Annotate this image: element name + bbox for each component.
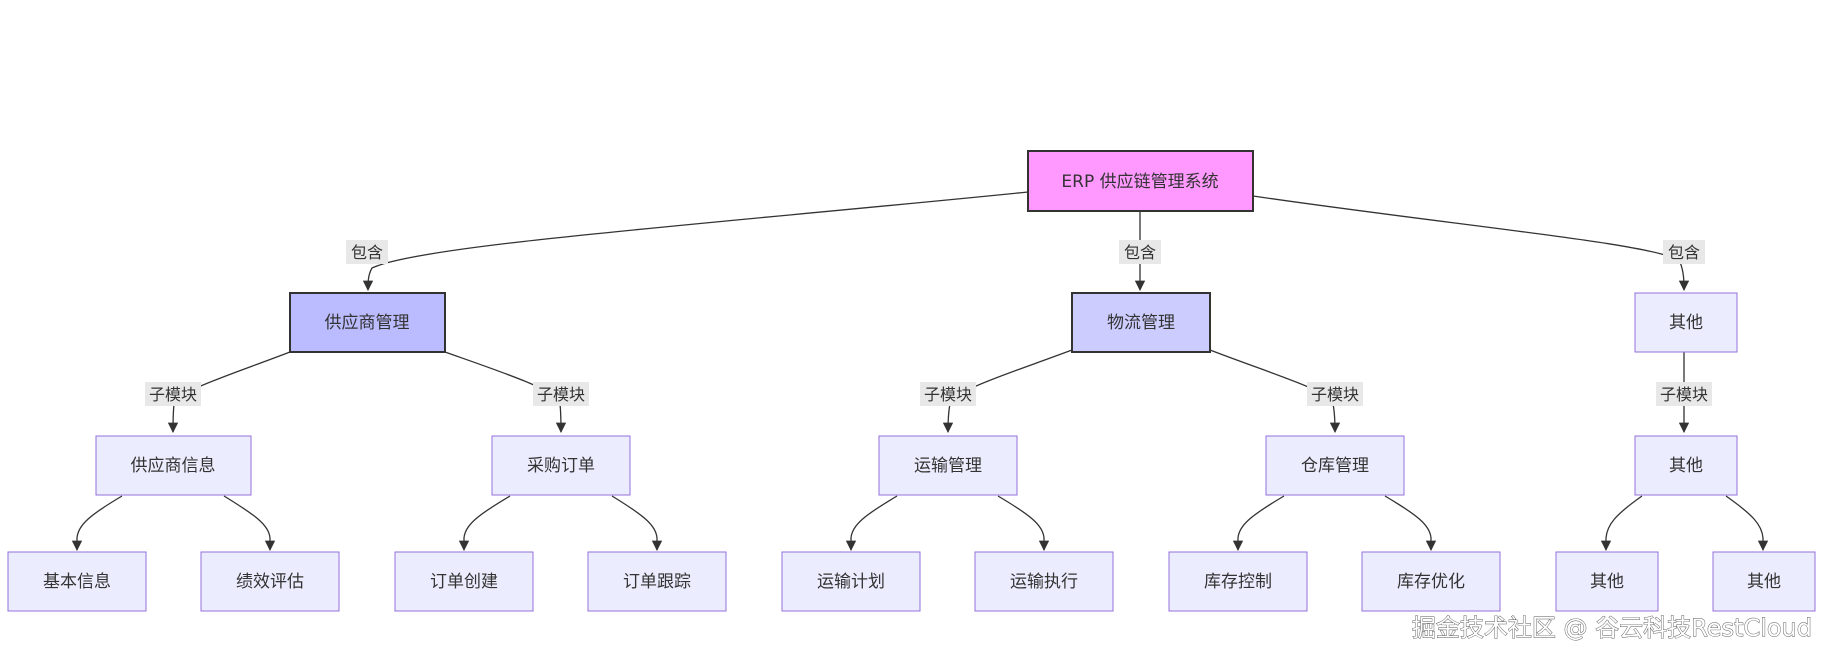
node-transport-mgmt[interactable]: 运输管理 <box>878 435 1018 496</box>
edge-root-other <box>1252 195 1690 292</box>
svg-text:订单跟踪: 订单跟踪 <box>623 572 691 592</box>
svg-text:供应商信息: 供应商信息 <box>131 456 216 476</box>
svg-text:供应商管理: 供应商管理 <box>325 313 410 333</box>
svg-text:子模块: 子模块 <box>1660 385 1708 404</box>
svg-text:运输执行: 运输执行 <box>1010 572 1078 592</box>
svg-text:包含: 包含 <box>1124 243 1156 262</box>
edge-info-performance <box>223 495 276 552</box>
edge-label-submodule-5: 子模块 <box>1656 382 1712 406</box>
node-purchase-order[interactable]: 采购订单 <box>491 435 631 496</box>
edge-other-l3b <box>1725 495 1769 552</box>
edge-label-submodule-3: 子模块 <box>920 382 976 406</box>
edge-info-basic <box>71 495 123 552</box>
edge-warehouse-control <box>1232 495 1285 552</box>
edge-label-contains-2: 包含 <box>1119 240 1161 264</box>
node-root[interactable]: ERP 供应链管理系统 <box>1027 150 1254 212</box>
node-basic-info[interactable]: 基本信息 <box>7 551 147 612</box>
svg-text:其他: 其他 <box>1669 313 1703 333</box>
watermark: 掘金技术社区 @ 谷云科技RestCloud <box>1412 614 1812 642</box>
svg-text:运输管理: 运输管理 <box>914 456 982 476</box>
svg-text:物流管理: 物流管理 <box>1107 313 1175 333</box>
svg-text:子模块: 子模块 <box>924 385 972 404</box>
svg-text:库存优化: 库存优化 <box>1397 572 1465 592</box>
edge-label-submodule-2: 子模块 <box>533 382 589 406</box>
svg-text:包含: 包含 <box>351 243 383 262</box>
edge-label-submodule-4: 子模块 <box>1307 382 1363 406</box>
svg-text:基本信息: 基本信息 <box>43 572 111 592</box>
svg-text:其他: 其他 <box>1747 572 1781 592</box>
svg-text:绩效评估: 绩效评估 <box>236 572 304 592</box>
edge-transport-exec <box>997 495 1050 552</box>
edge-purchase-create <box>458 495 511 552</box>
svg-text:子模块: 子模块 <box>149 385 197 404</box>
svg-text:仓库管理: 仓库管理 <box>1301 456 1369 476</box>
edge-label-submodule-1: 子模块 <box>145 382 201 406</box>
edge-root-supplier <box>362 191 1029 292</box>
node-transport-exec[interactable]: 运输执行 <box>974 551 1114 612</box>
node-other-l3b[interactable]: 其他 <box>1712 551 1816 612</box>
svg-text:ERP 供应链管理系统: ERP 供应链管理系统 <box>1061 172 1218 192</box>
edge-label-contains-1: 包含 <box>346 240 388 264</box>
svg-text:子模块: 子模块 <box>537 385 585 404</box>
node-order-track[interactable]: 订单跟踪 <box>587 551 727 612</box>
node-other-l1[interactable]: 其他 <box>1634 292 1738 353</box>
node-inventory-control[interactable]: 库存控制 <box>1168 551 1308 612</box>
node-logistics-mgmt[interactable]: 物流管理 <box>1071 292 1211 353</box>
node-other-l3a[interactable]: 其他 <box>1555 551 1659 612</box>
node-transport-plan[interactable]: 运输计划 <box>781 551 921 612</box>
edge-warehouse-optimize <box>1384 495 1437 552</box>
edge-transport-plan <box>845 495 898 552</box>
svg-text:订单创建: 订单创建 <box>430 572 498 592</box>
svg-text:其他: 其他 <box>1669 456 1703 476</box>
edge-label-contains-3: 包含 <box>1663 240 1705 264</box>
svg-text:包含: 包含 <box>1668 243 1700 262</box>
node-order-create[interactable]: 订单创建 <box>394 551 534 612</box>
node-other-l2[interactable]: 其他 <box>1634 435 1738 496</box>
node-supplier-info[interactable]: 供应商信息 <box>95 435 252 496</box>
svg-text:采购订单: 采购订单 <box>527 456 595 476</box>
edge-purchase-track <box>611 495 663 552</box>
node-performance-eval[interactable]: 绩效评估 <box>200 551 340 612</box>
node-supplier-mgmt[interactable]: 供应商管理 <box>289 292 446 353</box>
svg-text:库存控制: 库存控制 <box>1204 572 1272 592</box>
svg-text:其他: 其他 <box>1590 572 1624 592</box>
node-inventory-optimize[interactable]: 库存优化 <box>1361 551 1501 612</box>
edge-other-l3a <box>1600 495 1643 552</box>
svg-text:运输计划: 运输计划 <box>817 572 885 592</box>
node-warehouse-mgmt[interactable]: 仓库管理 <box>1265 435 1405 496</box>
svg-text:子模块: 子模块 <box>1311 385 1359 404</box>
